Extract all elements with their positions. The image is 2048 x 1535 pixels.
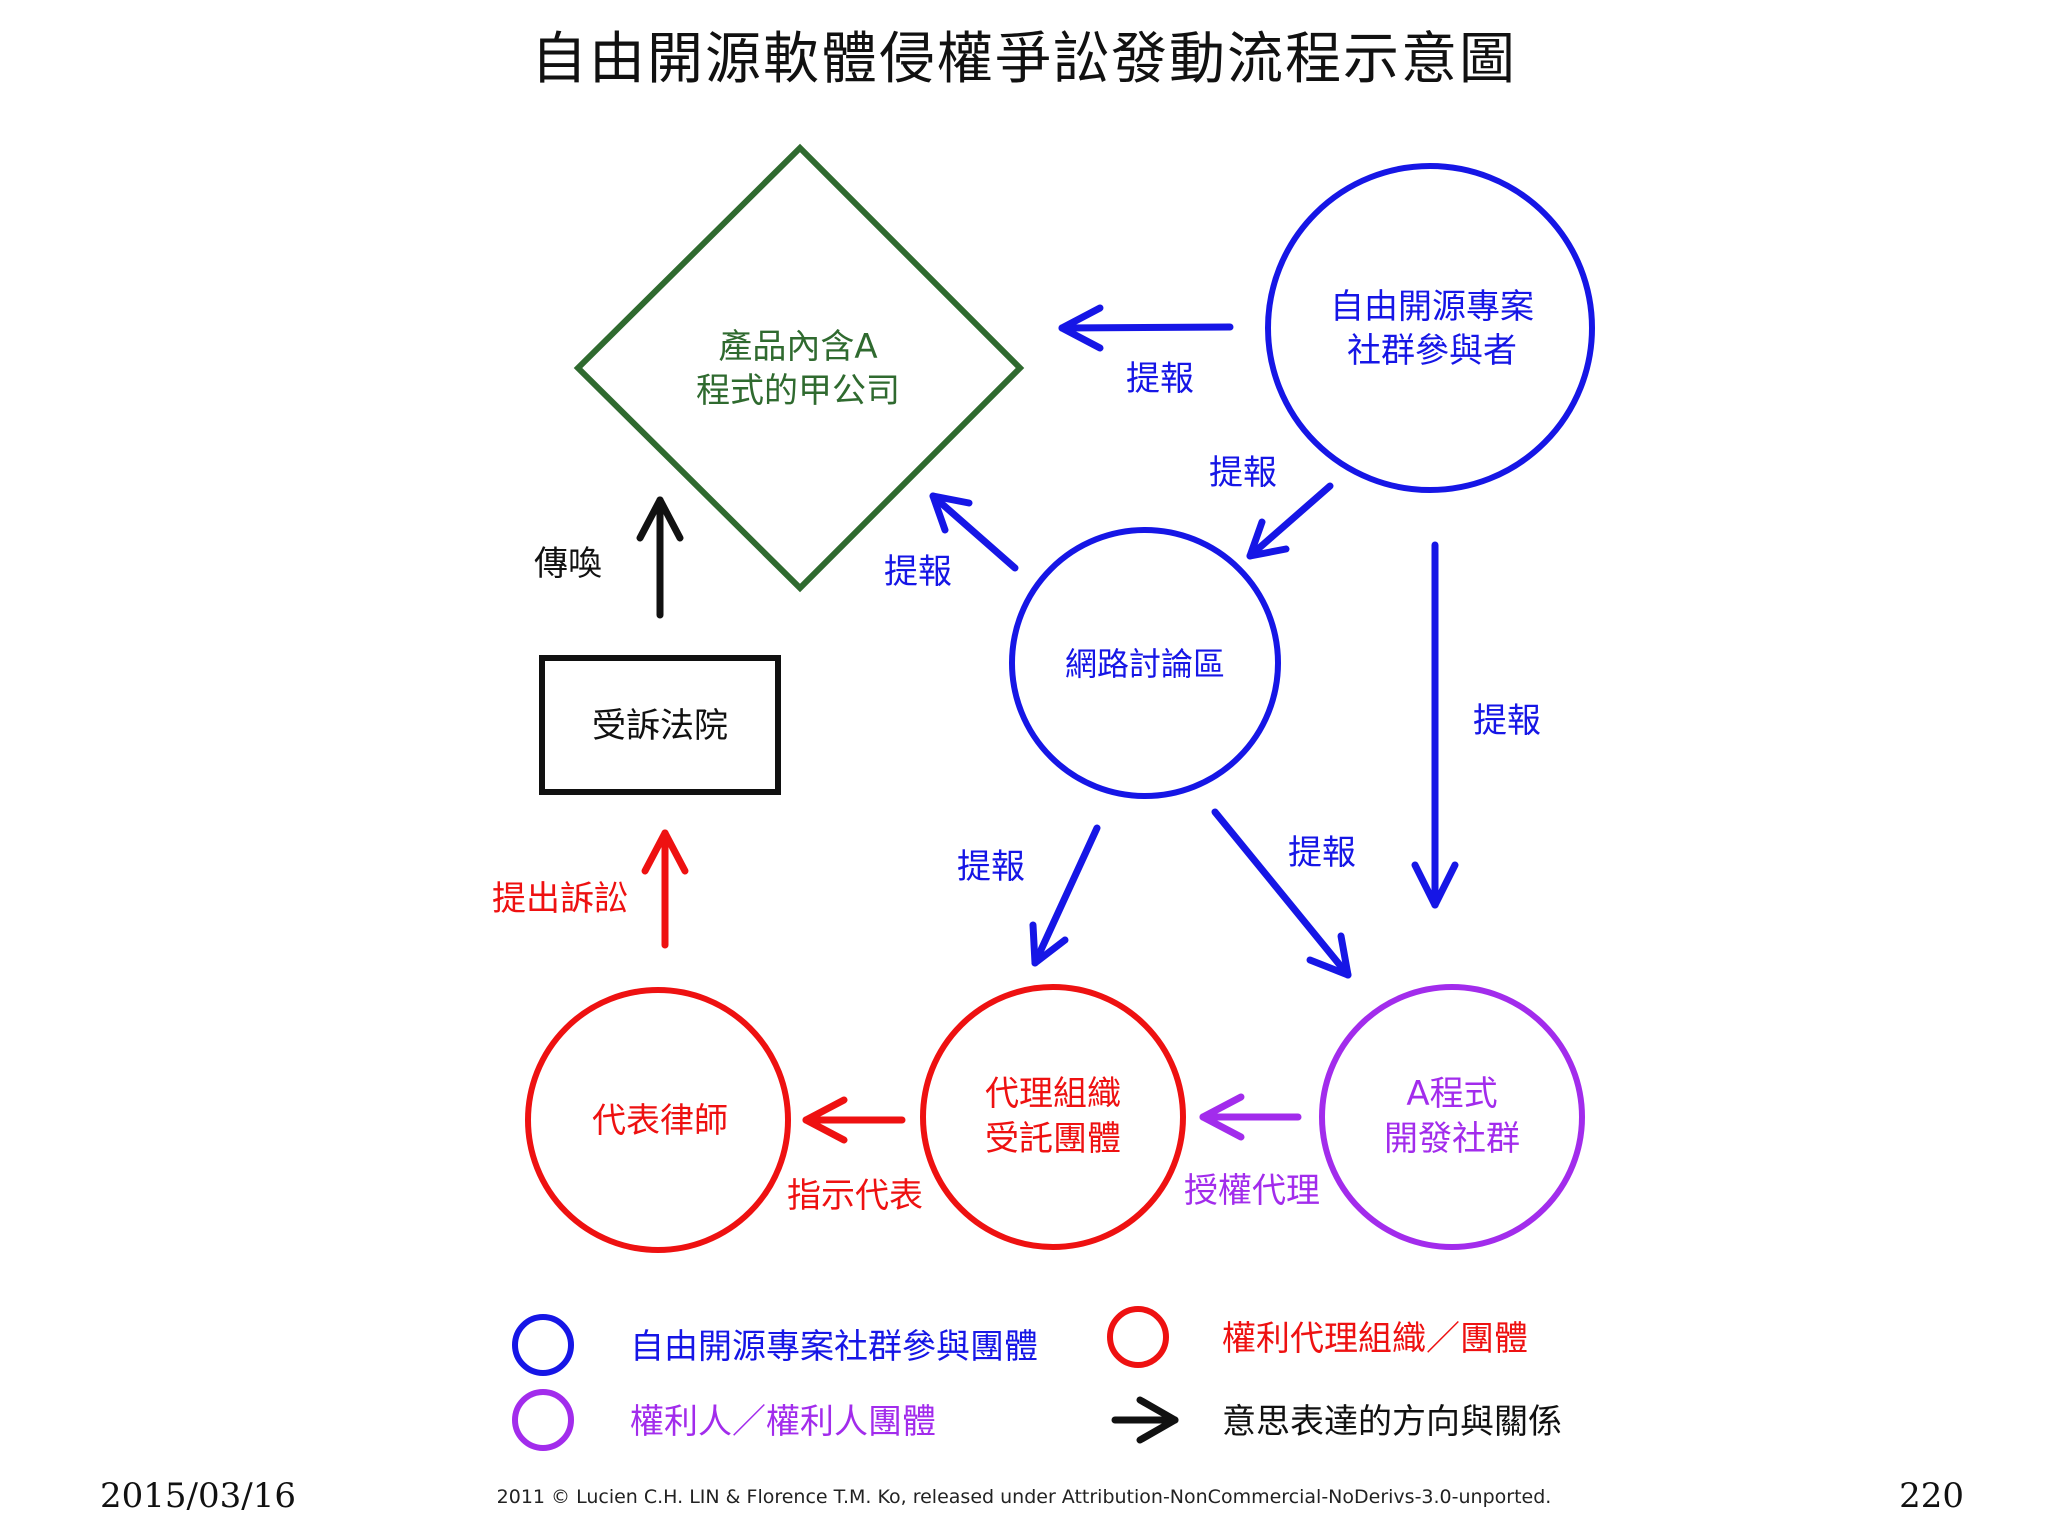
court-label: 受訴法院: [592, 706, 728, 746]
arrow-forum-to-agency: [1029, 824, 1101, 967]
legend-blue-label: 自由開源專案社群參與團體: [630, 1327, 1038, 1367]
label-lawyer-to-court: 提出訴訟: [492, 879, 628, 919]
footer-date: 2015/03/16: [100, 1476, 296, 1516]
company-label-2: 程式的甲公司: [696, 371, 900, 411]
page-number: 220: [1899, 1476, 1964, 1516]
lawyer-label: 代表律師: [592, 1101, 728, 1141]
legend-arrow-icon: [1111, 1396, 1179, 1444]
arrow-forum-to-community: [1211, 808, 1352, 979]
legend-purple-circle: [512, 1389, 574, 1451]
label-forum-to-agency: 提報: [957, 847, 1025, 887]
arrow-contrib-to-community: [1411, 541, 1459, 909]
legend-red-circle: [1107, 1306, 1169, 1368]
legend-blue-circle: [512, 1314, 574, 1376]
label-forum-to-company: 提報: [884, 552, 952, 592]
contributors-label-2: 社群參與者: [1347, 331, 1517, 371]
label-contrib-to-forum: 提報: [1209, 453, 1277, 493]
company-label-1: 產品內含A: [718, 327, 877, 367]
community-circle: [1319, 984, 1585, 1250]
label-contrib-to-community: 提報: [1473, 701, 1541, 741]
arrow-community-to-agency: [1199, 1093, 1302, 1141]
agency-label-1: 代理組織: [985, 1074, 1121, 1114]
arrow-contrib-to-company: [1058, 304, 1234, 352]
label-forum-to-community: 提報: [1288, 833, 1356, 873]
label-contrib-to-company: 提報: [1126, 359, 1194, 399]
agency-label-2: 受託團體: [985, 1119, 1121, 1159]
arrow-court-to-company: [636, 496, 684, 619]
contributors-label-1: 自由開源專案: [1330, 287, 1534, 327]
arrow-lawyer-to-court: [641, 829, 689, 949]
legend-red-label: 權利代理組織／團體: [1222, 1319, 1528, 1359]
lawyer-circle: [525, 987, 791, 1253]
legend-arrow-label: 意思表達的方向與關係: [1222, 1402, 1562, 1442]
contributors-circle: [1265, 163, 1595, 493]
forum-circle: [1009, 527, 1281, 799]
arrow-agency-to-lawyer: [802, 1096, 906, 1144]
court-box: [539, 655, 781, 795]
legend-purple-label: 權利人／權利人團體: [630, 1402, 936, 1442]
community-label-1: A程式: [1406, 1074, 1497, 1114]
company-diamond: [573, 143, 1025, 593]
arrow-contrib-to-forum: [1246, 482, 1334, 560]
label-court-to-company: 傳喚: [534, 544, 602, 584]
footer-credit: 2011 © Lucien C.H. LIN & Florence T.M. K…: [496, 1486, 1552, 1508]
community-label-2: 開發社群: [1384, 1119, 1520, 1159]
label-community-to-agency: 授權代理: [1184, 1171, 1320, 1211]
arrow-forum-to-company: [929, 492, 1019, 572]
page-title: 自由開源軟體侵權爭訟發動流程示意圖: [531, 27, 1517, 92]
label-agency-to-lawyer: 指示代表: [787, 1176, 923, 1216]
forum-label: 網路討論區: [1065, 645, 1225, 683]
agency-circle: [920, 984, 1186, 1250]
